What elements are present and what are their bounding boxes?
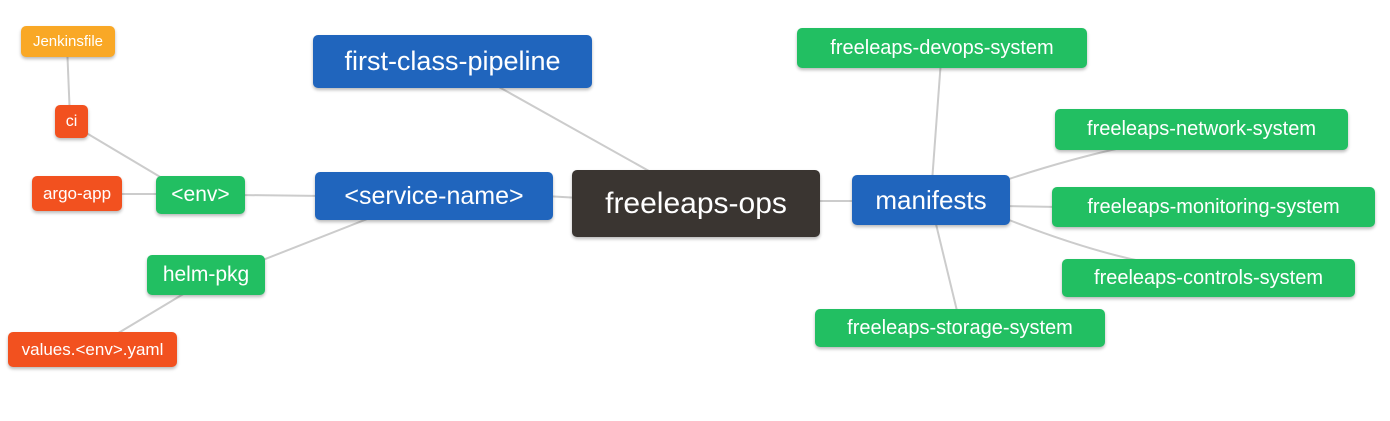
node-first-class-pipeline[interactable]: first-class-pipeline bbox=[313, 35, 592, 88]
edge-manifests-storage bbox=[934, 219, 959, 316]
edge-env-service-name bbox=[237, 194, 326, 197]
edge-values-helm-pkg bbox=[109, 289, 191, 339]
node-freeleaps-controls-system[interactable]: freeleaps-controls-system bbox=[1062, 259, 1355, 297]
node-freeleaps-devops-system[interactable]: freeleaps-devops-system bbox=[797, 28, 1087, 68]
node-freeleaps-storage-system[interactable]: freeleaps-storage-system bbox=[815, 309, 1105, 347]
edge-manifests-controls bbox=[1003, 217, 1146, 263]
edge-ci-env bbox=[77, 127, 173, 185]
node-helm-pkg[interactable]: helm-pkg bbox=[147, 255, 265, 295]
edge-manifests-network bbox=[999, 146, 1126, 183]
node-env[interactable]: <env> bbox=[156, 176, 245, 214]
node-manifests[interactable]: manifests bbox=[852, 175, 1010, 225]
node-values-env-yaml[interactable]: values.<env>.yaml bbox=[8, 332, 177, 367]
edge-manifests-monitoring bbox=[999, 205, 1061, 208]
node-service-name[interactable]: <service-name> bbox=[315, 172, 553, 220]
node-argo-app[interactable]: argo-app bbox=[32, 176, 122, 211]
edge-manifests-devops bbox=[931, 59, 942, 183]
edge-first-class-pipeline-ops bbox=[489, 81, 666, 181]
node-freeleaps-monitoring-system[interactable]: freeleaps-monitoring-system bbox=[1052, 187, 1375, 227]
node-ci[interactable]: ci bbox=[55, 105, 88, 138]
node-jenkinsfile[interactable]: Jenkinsfile bbox=[21, 26, 115, 57]
node-freeleaps-network-system[interactable]: freeleaps-network-system bbox=[1055, 109, 1348, 150]
edge-helm-pkg-service-name bbox=[249, 211, 386, 266]
node-freeleaps-ops[interactable]: freeleaps-ops bbox=[572, 170, 820, 237]
